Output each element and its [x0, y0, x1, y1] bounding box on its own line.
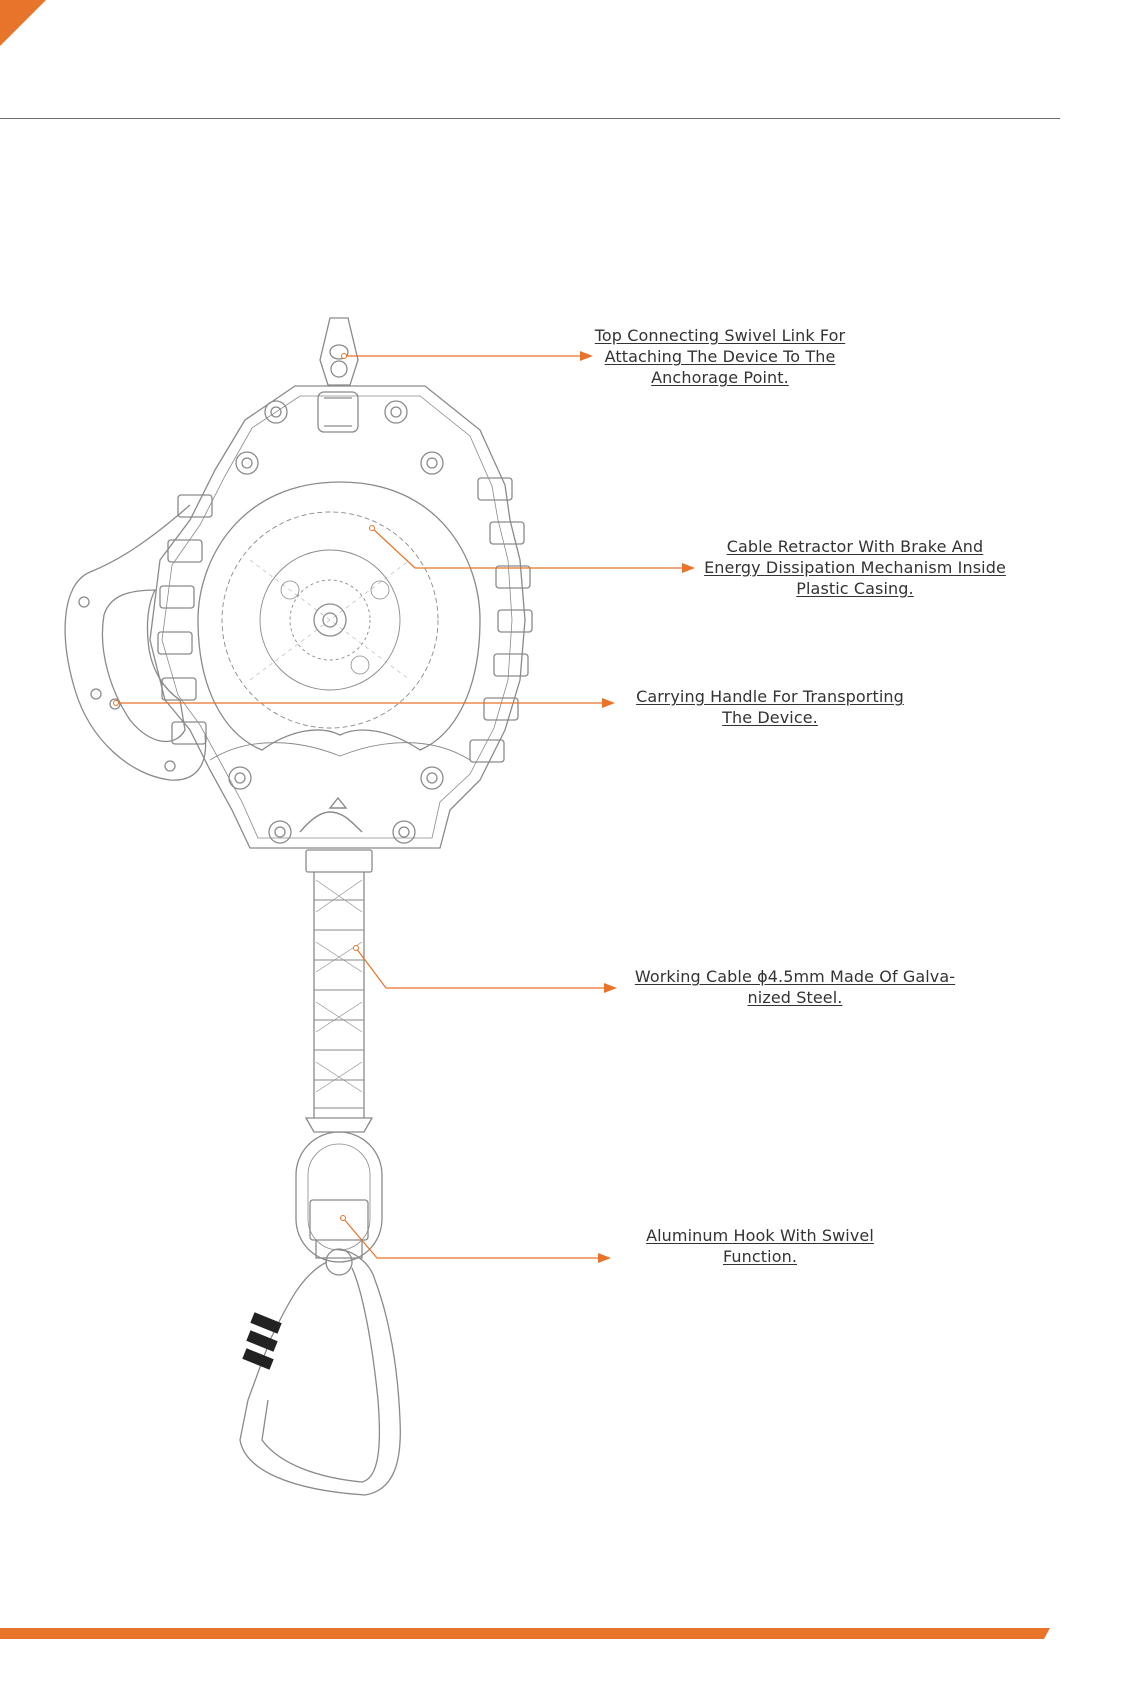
header-rule — [0, 118, 1060, 119]
footer-accent-bar — [0, 1628, 1050, 1639]
callout-line: nized Steel. — [747, 988, 843, 1007]
leader-retractor — [371, 527, 690, 569]
arrow-icon — [602, 698, 615, 708]
callout-line: Energy Dissipation Mechanism Inside — [704, 558, 1006, 577]
casing-icon — [149, 385, 533, 849]
callout-handle: Carrying Handle For Transporting The Dev… — [625, 686, 915, 728]
arrow-icon — [580, 351, 593, 361]
callout-line: Anchorage Point. — [651, 368, 789, 387]
working-cable-icon — [304, 849, 374, 1133]
callout-line: Attaching The Device To The — [604, 347, 836, 366]
callout-cable: Working Cable ϕ4.5mm Made Of Galva- nize… — [625, 966, 965, 1008]
callout-hook: Aluminum Hook With Swivel Function. — [620, 1225, 900, 1267]
callout-line: Plastic Casing. — [796, 579, 914, 598]
callout-swivel-link: Top Connecting Swivel Link For Attaching… — [575, 325, 865, 388]
callout-line: Working Cable ϕ4.5mm Made Of Galva- — [634, 967, 956, 986]
callout-line: Carrying Handle For Transporting — [636, 687, 904, 706]
callout-line: The Device. — [722, 708, 818, 727]
callout-line: Top Connecting Swivel Link For — [594, 326, 846, 345]
retractor-drum-icon — [197, 481, 481, 833]
arrow-icon — [682, 563, 695, 573]
aluminum-hook-icon — [239, 1131, 401, 1496]
arrowheads — [580, 351, 695, 1263]
corner-accent-triangle — [0, 0, 46, 46]
callout-line: Cable Retractor With Brake And — [726, 537, 984, 556]
swivel-link-icon — [317, 317, 359, 433]
arrow-icon — [598, 1253, 611, 1263]
leader-hook — [342, 1217, 606, 1259]
leader-lines — [116, 355, 690, 1259]
leader-cable — [355, 947, 612, 989]
callout-line: Function. — [722, 1247, 798, 1266]
callout-retractor: Cable Retractor With Brake And Energy Di… — [695, 536, 1015, 599]
carrying-handle-icon — [64, 504, 207, 781]
arrow-icon — [604, 983, 617, 993]
callout-line: Aluminum Hook With Swivel — [646, 1226, 874, 1245]
